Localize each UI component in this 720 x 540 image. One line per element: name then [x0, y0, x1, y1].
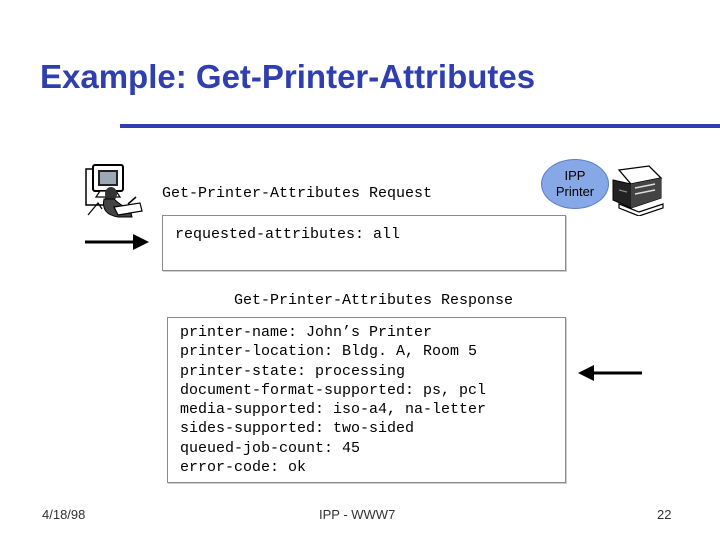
response-line: printer-location: Bldg. A, Room 5: [180, 343, 478, 361]
response-line: error-code: ok: [180, 459, 307, 477]
arrow-left-icon: [578, 365, 642, 381]
response-line: queued-job-count: 45: [180, 439, 361, 457]
slide-title: Example: Get-Printer-Attributes: [40, 58, 536, 95]
badge-line-1: IPP: [564, 168, 586, 183]
ipp-printer-badge: IPP Printer: [541, 159, 609, 209]
arrow-right-icon: [85, 234, 149, 250]
response-label: Get-Printer-Attributes Response: [234, 292, 514, 309]
response-line: printer-state: processing: [180, 362, 406, 380]
response-box: printer-name: John’s Printer printer-loc…: [167, 317, 566, 483]
title-underline: [120, 124, 720, 128]
footer-title: IPP - WWW7: [319, 507, 396, 522]
slide-number: 22: [657, 507, 672, 522]
user-at-computer-icon: [85, 164, 143, 218]
badge-line-2: Printer: [555, 184, 595, 199]
response-line: document-format-supported: ps, pcl: [180, 381, 487, 399]
request-label: Get-Printer-Attributes Request: [162, 185, 433, 202]
printer-icon: [612, 165, 664, 216]
response-line: printer-name: John’s Printer: [180, 324, 433, 341]
response-line: media-supported: iso-a4, na-letter: [180, 401, 487, 419]
response-line: sides-supported: two-sided: [180, 420, 415, 438]
request-box: requested-attributes: all: [162, 215, 566, 271]
request-line: requested-attributes: all: [175, 226, 401, 243]
footer-date: 4/18/98: [42, 507, 86, 522]
